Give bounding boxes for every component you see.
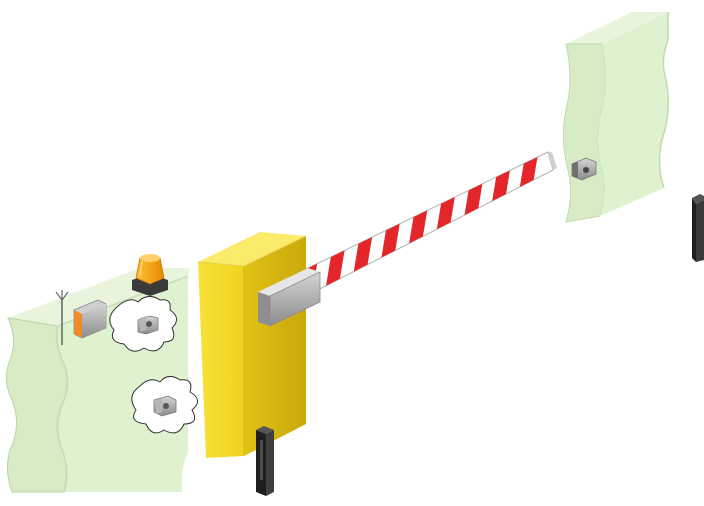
barrier-cabinet <box>198 232 306 458</box>
photocell-column-right <box>692 194 704 262</box>
flashing-lamp <box>132 254 168 296</box>
right-wall <box>563 12 668 222</box>
photocell-column-front <box>256 426 274 496</box>
barrier-boom <box>298 152 557 302</box>
boom-stripes <box>298 153 538 302</box>
